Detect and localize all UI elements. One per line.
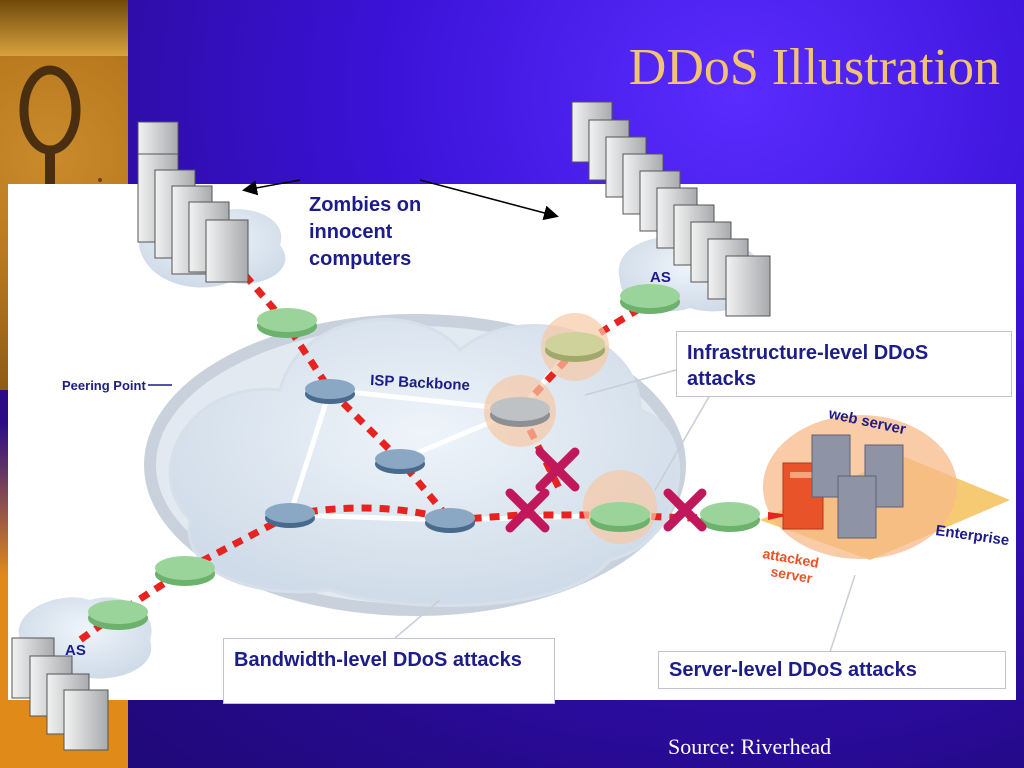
router-icon (88, 600, 148, 630)
web-server-icon (811, 434, 904, 539)
zombies-label: Zombies on innocent computers (309, 194, 422, 270)
isp-backbone-label: ISP Backbone (370, 372, 471, 394)
as-label-top: AS (650, 269, 671, 286)
attacked-server-label-line2: server (769, 563, 814, 586)
router-icon (545, 332, 605, 362)
router-icon (425, 508, 475, 533)
block-x-icon (535, 447, 580, 492)
router-icon (620, 284, 680, 314)
router-icon (375, 449, 425, 474)
server-ddos-callout: Server-level DDoS attacks (658, 651, 1006, 689)
infrastructure-ddos-callout: Infrastructure-level DDoS attacks (676, 331, 1012, 397)
router-icon (490, 397, 550, 427)
source-credit: Source: Riverhead (668, 734, 832, 759)
zombie-arrows (242, 179, 559, 221)
block-x-icon (663, 488, 707, 532)
block-marks (505, 447, 707, 533)
bandwidth-ddos-callout: Bandwidth-level DDoS attacks (223, 638, 555, 704)
decorative-top-band (0, 0, 128, 56)
router-icon (590, 502, 650, 532)
router-icon (155, 556, 215, 586)
as-label-bottom: AS (65, 642, 86, 659)
block-x-icon (505, 488, 550, 533)
router-icon (265, 503, 315, 528)
zombie-computers-left (137, 121, 249, 283)
callout-leaders (148, 369, 856, 653)
router-icon (305, 379, 355, 404)
router-icon (700, 502, 760, 532)
peering-point-label: Peering Point (62, 378, 146, 393)
slide-title: DDoS Illustration (628, 39, 1000, 96)
zombie-computers-right (571, 101, 771, 317)
zombie-computers-bottom (11, 637, 109, 751)
router-icon (257, 308, 317, 338)
attack-arrowhead (768, 512, 790, 520)
enterprise-label: Enterprise (934, 522, 1010, 549)
